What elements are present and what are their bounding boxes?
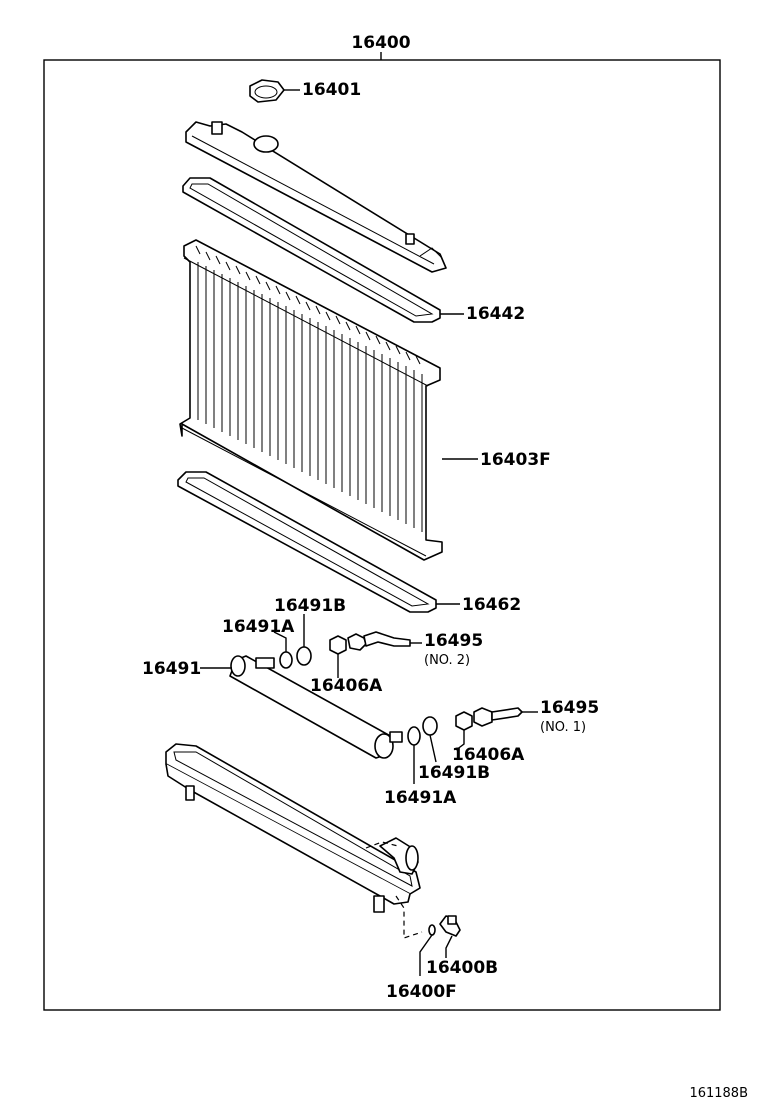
- core-fins: [197, 262, 423, 532]
- label-nut-lower: 16406A: [452, 745, 525, 765]
- oring-a-upper-leader: [273, 631, 287, 652]
- nut-upper: [329, 635, 347, 655]
- label-oring-b-upper: 16491B: [274, 596, 346, 616]
- label-cooler: 16491: [142, 659, 201, 679]
- label-pipe-no1-note: (NO. 1): [540, 720, 586, 735]
- label-nut-upper: 16406A: [310, 676, 383, 696]
- oring-b-lower: [422, 716, 438, 736]
- label-cap: 16401: [302, 80, 361, 100]
- drain-oring: [428, 924, 436, 936]
- radiator-core: [179, 239, 443, 561]
- lower-tank: [165, 743, 421, 913]
- label-assembly: 16400: [351, 33, 410, 53]
- diagram-frame: [43, 59, 721, 1011]
- oring-a-upper: [279, 651, 293, 669]
- label-drain-oring: 16400F: [386, 982, 457, 1002]
- upper-gasket: [182, 177, 441, 323]
- radiator-cap: [249, 79, 285, 103]
- label-oring-b-lower: 16491B: [418, 763, 490, 783]
- nut-lower: [455, 711, 473, 731]
- label-oring-a-upper: 16491A: [222, 617, 295, 637]
- upper-tank: [185, 121, 447, 273]
- label-upper-gasket: 16442: [466, 304, 525, 324]
- drain-oring-leader: [419, 934, 433, 976]
- nut-lower-leader: [455, 730, 465, 751]
- pipe-no1: [473, 707, 523, 727]
- pipe-no2: [347, 631, 411, 651]
- upper-dash-line: [365, 841, 399, 849]
- oring-b-upper: [296, 646, 312, 666]
- oring-b-lower-leader: [429, 734, 437, 763]
- lower-gasket: [177, 471, 437, 613]
- drain-dash-line: [395, 895, 423, 939]
- oring-a-lower: [407, 726, 421, 746]
- drain-cock-leader: [445, 935, 453, 958]
- label-drain-cock: 16400B: [426, 958, 498, 978]
- label-pipe-no2-note: (NO. 2): [424, 653, 470, 668]
- drain-cock: [439, 915, 461, 937]
- label-lower-gasket: 16462: [462, 595, 521, 615]
- label-pipe-no1: 16495: [540, 698, 599, 718]
- label-pipe-no2: 16495: [424, 631, 483, 651]
- label-core: 16403F: [480, 450, 551, 470]
- label-oring-a-lower: 16491A: [384, 788, 457, 808]
- figure-code: 161188B: [689, 1086, 748, 1101]
- oil-cooler: [229, 655, 403, 759]
